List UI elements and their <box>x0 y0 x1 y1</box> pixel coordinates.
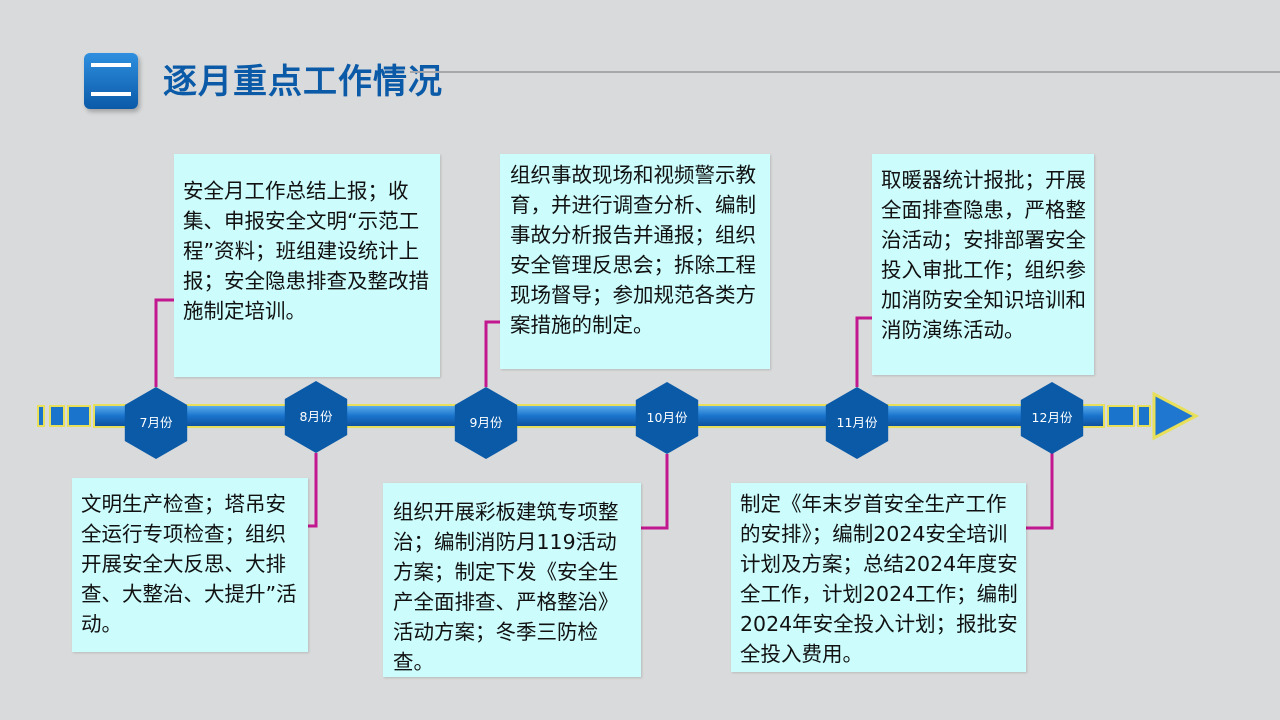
month-label: 11月份 <box>836 415 878 430</box>
badge-bar-bottom <box>91 92 131 96</box>
connector-line <box>484 320 500 387</box>
month-box-7: 安全月工作总结上报；收集、申报安全文明“示范工程”资料；班组建设统计上报；安全隐… <box>174 154 440 377</box>
connector-line <box>154 298 174 387</box>
month-label: 12月份 <box>1031 410 1073 425</box>
timeline-arrowhead <box>1152 391 1200 441</box>
month-label: 9月份 <box>469 415 503 430</box>
month-hexagon <box>454 387 518 459</box>
badge-bar-top <box>91 63 131 67</box>
connector-line <box>855 316 872 387</box>
month-hexagon <box>1020 382 1084 454</box>
section-number-badge <box>84 53 138 109</box>
month-hexagon <box>825 387 889 459</box>
month-hexagon <box>635 382 699 454</box>
connector-line <box>641 454 669 530</box>
timeline-shaft <box>93 404 1105 428</box>
month-box-8: 文明生产检查；塔吊安全运行专项检查；组织开展安全大反思、大排查、大整治、大提升”… <box>72 478 308 652</box>
month-hexagon <box>284 381 348 453</box>
month-box-11: 取暖器统计报批；开展全面排查隐患，严格整治活动；安排部署安全投入审批工作；组织参… <box>872 154 1094 375</box>
month-label: 8月份 <box>299 409 333 424</box>
month-hexagon <box>124 387 188 459</box>
connector-line <box>1026 453 1054 530</box>
title-divider <box>410 71 1280 73</box>
timeline-head-segments <box>1107 405 1151 427</box>
connector-line <box>308 453 318 528</box>
month-box-12: 制定《年末岁首安全生产工作的安排》；编制2024安全培训计划及方案；总结2024… <box>731 483 1026 672</box>
month-label: 10月份 <box>646 410 688 425</box>
month-box-9: 组织事故现场和视频警示教育，并进行调查分析、编制事故分析报告并通报；组织安全管理… <box>500 154 770 369</box>
month-label: 7月份 <box>139 415 173 430</box>
month-box-10: 组织开展彩板建筑专项整治；编制消防月119活动方案；制定下发《安全生产全面排查、… <box>383 483 641 677</box>
page-title: 逐月重点工作情况 <box>163 62 443 102</box>
timeline-tail <box>37 405 91 427</box>
